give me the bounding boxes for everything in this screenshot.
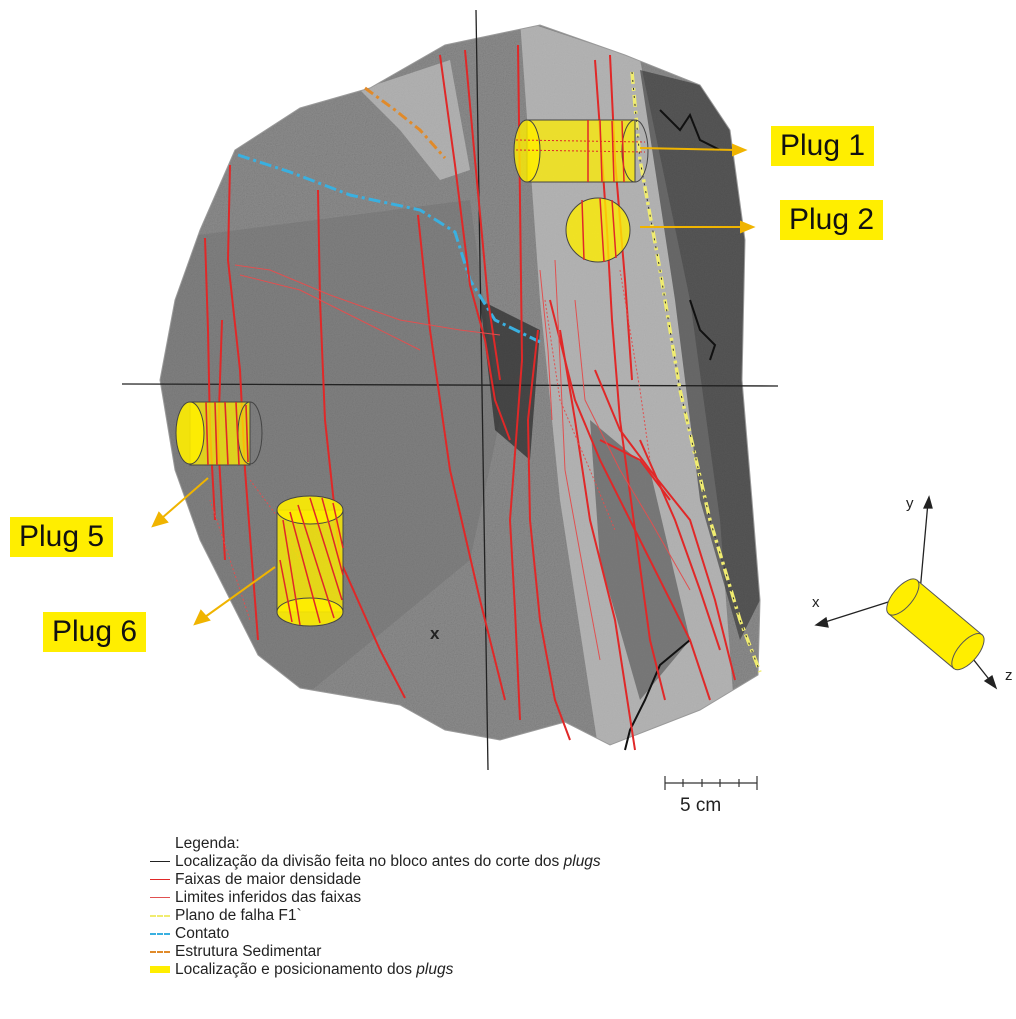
legend-item-text: Faixas de maior densidade <box>175 871 361 888</box>
legend-item-emphasis: plugs <box>416 961 453 978</box>
plug-5-label: Plug 5 <box>10 517 113 557</box>
scale-bar <box>665 776 757 790</box>
legend-swatch <box>150 915 170 917</box>
axis-z-label: z <box>1005 667 1013 684</box>
legend-swatch <box>150 879 170 880</box>
plug-6-label: Plug 6 <box>43 612 146 652</box>
legend: Legenda: Localização da divisão feita no… <box>150 835 601 979</box>
legend-item: Contato <box>150 925 601 943</box>
legend-item: Estrutura Sedimentar <box>150 943 601 961</box>
legend-swatch <box>150 933 170 935</box>
legend-title: Legenda: <box>175 835 601 853</box>
legend-swatch <box>150 951 170 953</box>
legend-item-emphasis: plugs <box>564 853 601 870</box>
plug-2-disk <box>566 198 630 262</box>
plug-2-label: Plug 2 <box>780 200 883 240</box>
legend-item-text: Localização e posicionamento dos <box>175 961 416 978</box>
axis-y-label: y <box>906 495 914 512</box>
axis-x-label: x <box>812 594 820 611</box>
legend-item: Limites inferidos das faixas <box>150 889 601 907</box>
legend-item: Faixas de maior densidade <box>150 871 601 889</box>
plug-1-label: Plug 1 <box>771 126 874 166</box>
scale-bar-label: 5 cm <box>680 795 721 817</box>
rock-block <box>150 20 770 760</box>
legend-swatch <box>150 897 170 898</box>
plug-1-cylinder <box>514 120 648 182</box>
legend-item-text: Limites inferidos das faixas <box>175 889 361 906</box>
legend-item: Localização e posicionamento dos plugs <box>150 961 601 979</box>
legend-item-text: Contato <box>175 925 229 942</box>
orientation-axes-icon <box>816 497 996 688</box>
legend-item-text: Estrutura Sedimentar <box>175 943 321 960</box>
plug-5-cylinder <box>176 402 262 465</box>
legend-item: Plano de falha F1` <box>150 907 601 925</box>
legend-item-text: Plano de falha F1` <box>175 907 302 924</box>
legend-swatch <box>150 966 170 973</box>
sample-mark: x <box>430 624 439 644</box>
plug-6-cylinder <box>277 496 343 626</box>
legend-swatch <box>150 861 170 862</box>
legend-item-text: Localização da divisão feita no bloco an… <box>175 853 564 870</box>
legend-item: Localização da divisão feita no bloco an… <box>150 853 601 871</box>
